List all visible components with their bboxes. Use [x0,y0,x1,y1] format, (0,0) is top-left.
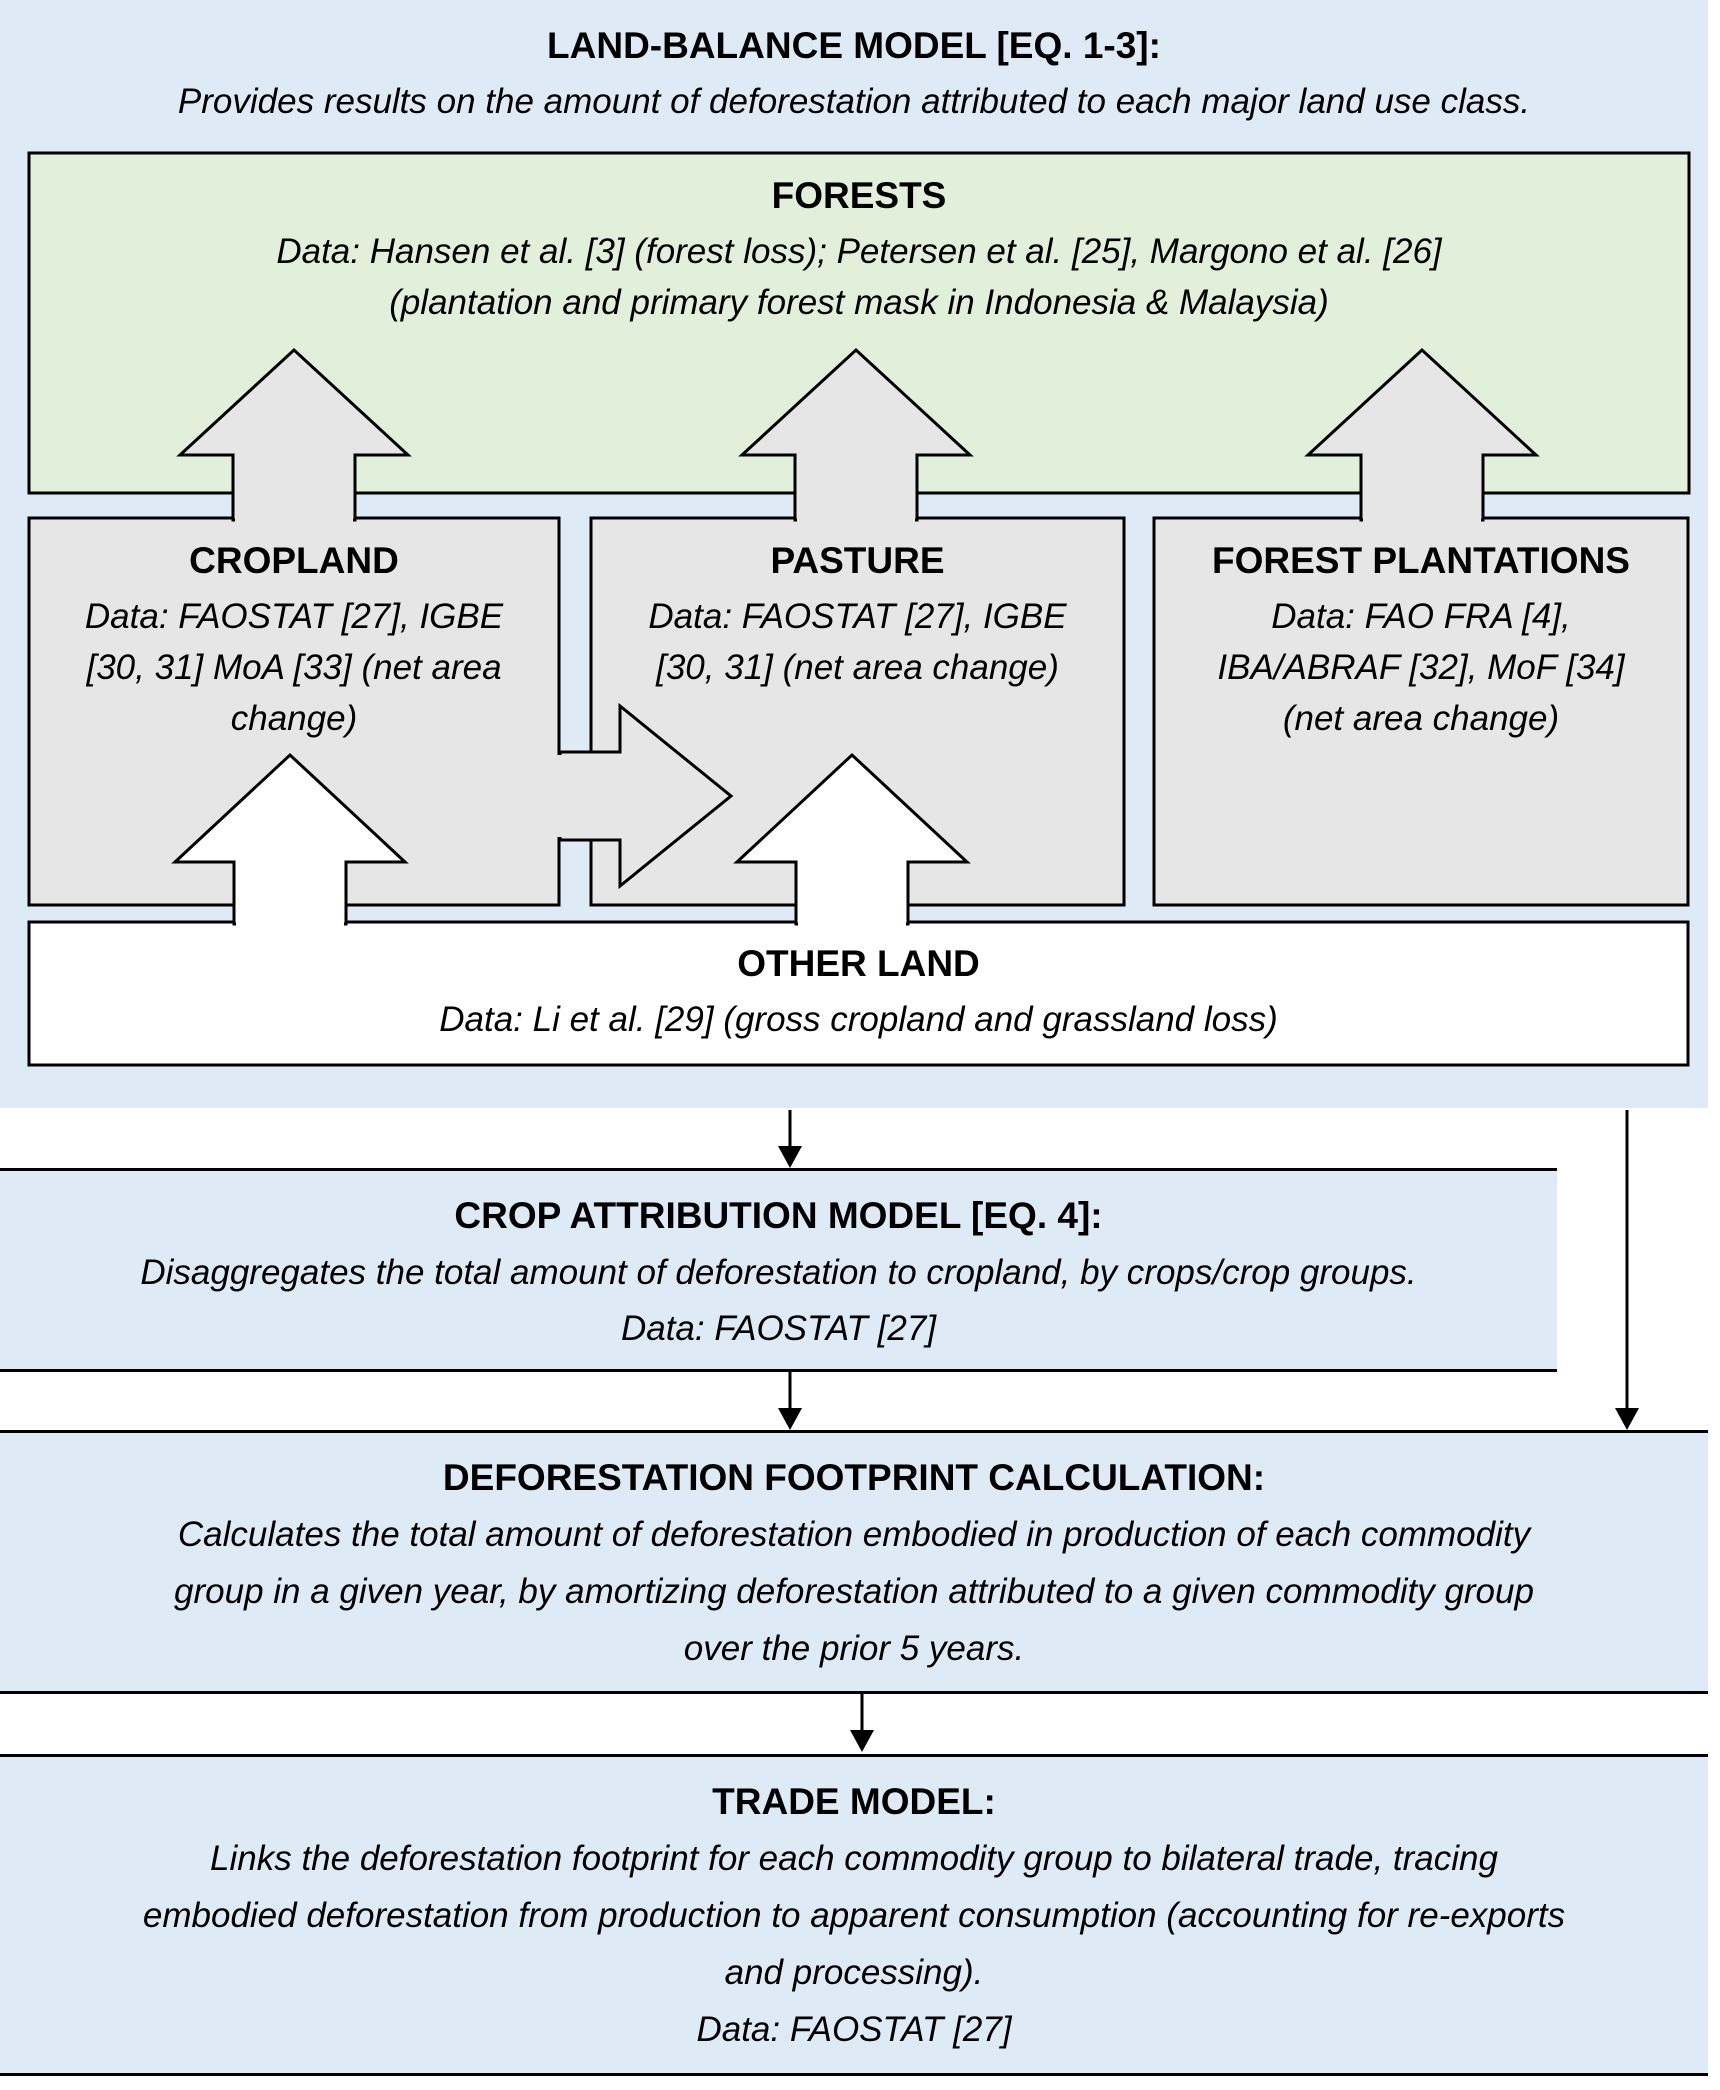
crop-attribution-top-border [0,1168,1557,1171]
land-balance-description: Provides results on the amount of defore… [177,82,1531,121]
land-balance-title: LAND-BALANCE MODEL [EQ. 1-3]: [547,25,1161,66]
trade-title: TRADE MODEL: [712,1781,996,1822]
pasture-data-line1: Data: FAOSTAT [27], IGBE [648,597,1067,636]
forests-title: FORESTS [771,175,947,216]
trade-line3: and processing). [724,1953,984,1992]
arrow-plantations-to-forests [1304,347,1540,522]
other-land-box [27,920,1690,1067]
footprint-bottom-border [0,1691,1708,1694]
footprint-line3: over the prior 5 years. [683,1629,1025,1668]
footprint-title: DEFORESTATION FOOTPRINT CALCULATION: [442,1457,1266,1498]
crop-attribution-title: CROP ATTRIBUTION MODEL [EQ. 4]: [454,1195,1103,1236]
trade-section [0,1756,1708,2074]
trade-top-border [0,1754,1708,1757]
footprint-line1: Calculates the total amount of deforesta… [177,1515,1531,1554]
cropland-data-line1: Data: FAOSTAT [27], IGBE [84,597,504,636]
forest-plantations-data-line2: IBA/ABRAF [32], MoF [34] [1217,648,1625,687]
crop-attribution-data: Data: FAOSTAT [27] [620,1309,937,1348]
forest-plantations-data-line3: (net area change) [1282,699,1560,738]
trade-line2: embodied deforestation from production t… [142,1896,1566,1935]
forests-data-line1: Data: Hansen et al. [3] (forest loss); P… [276,232,1442,271]
arrow-cropland-to-forests [176,347,412,522]
footprint-section [0,1432,1708,1692]
forests-data-line2: (plantation and primary forest mask in I… [389,283,1329,322]
arrow-cropland-to-pasture [558,702,734,890]
trade-data: Data: FAOSTAT [27] [696,2010,1012,2049]
arrow-otherland-to-cropland [171,752,409,926]
crop-attribution-description: Disaggregates the total amount of defore… [140,1253,1417,1292]
trade-bottom-border [0,2073,1708,2076]
cropland-data-line2: [30, 31] MoA [33] (net area [86,648,502,687]
other-land-title: OTHER LAND [737,943,980,984]
crop-attribution-section [0,1170,1557,1370]
cropland-title: CROPLAND [189,540,399,581]
arrow-pasture-to-forests [738,347,974,522]
cropland-data-line3: change) [230,699,358,738]
footprint-top-border [0,1430,1708,1433]
crop-attribution-bottom-border [0,1369,1557,1372]
trade-line1: Links the deforestation footprint for ea… [210,1839,1498,1878]
pasture-title: PASTURE [770,540,945,581]
pasture-data-line2: [30, 31] (net area change) [656,648,1059,687]
forest-plantations-data-line1: Data: FAO FRA [4], [1271,597,1571,636]
other-land-data-line1: Data: Li et al. [29] (gross cropland and… [439,1000,1278,1039]
footprint-line2: group in a given year, by amortizing def… [174,1572,1534,1611]
arrow-otherland-to-pasture [733,752,971,926]
forest-plantations-title: FOREST PLANTATIONS [1212,540,1630,581]
forest-plantations-box [1152,516,1690,907]
